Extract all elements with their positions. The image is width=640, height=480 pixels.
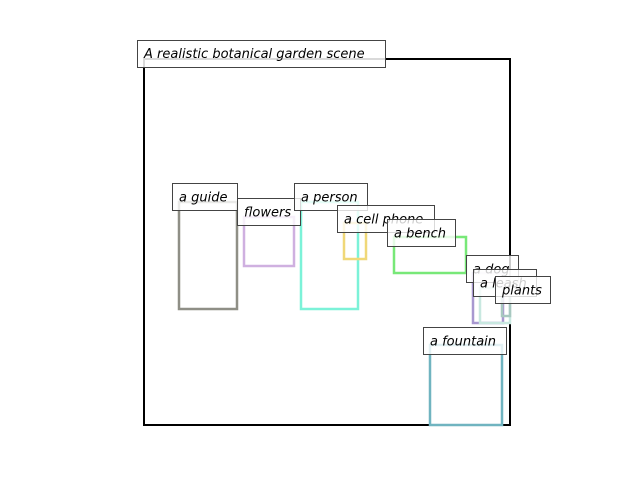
region-label-text: a guide (179, 191, 227, 206)
region-label-a-guide: a guide (172, 183, 238, 211)
caption-group: A realistic botanical garden scene (137, 40, 386, 68)
region-box-a-guide (177, 200, 239, 311)
region-label-text: a fountain (430, 335, 496, 350)
region-label-plants: plants (495, 276, 551, 304)
region-label-a-person: a person (294, 183, 368, 211)
region-label-background (495, 276, 551, 304)
region-label-a-bench: a bench (387, 219, 456, 247)
region-label-text: a person (301, 191, 358, 206)
region-label-background (294, 183, 368, 211)
region-label-background (423, 327, 507, 355)
region-label-background (237, 198, 301, 226)
region-label-a-fountain: a fountain (423, 327, 507, 355)
region-label-flowers: flowers (237, 198, 301, 226)
region-label-text: flowers (244, 206, 291, 221)
region-label-background (387, 219, 456, 247)
caption-background (137, 40, 386, 68)
region-box-a-fountain (428, 343, 504, 427)
region-label-text: a bench (394, 227, 446, 242)
caption-text: A realistic botanical garden scene (143, 47, 365, 62)
region-label-background (172, 183, 238, 211)
region-label-text: plants (501, 284, 542, 299)
